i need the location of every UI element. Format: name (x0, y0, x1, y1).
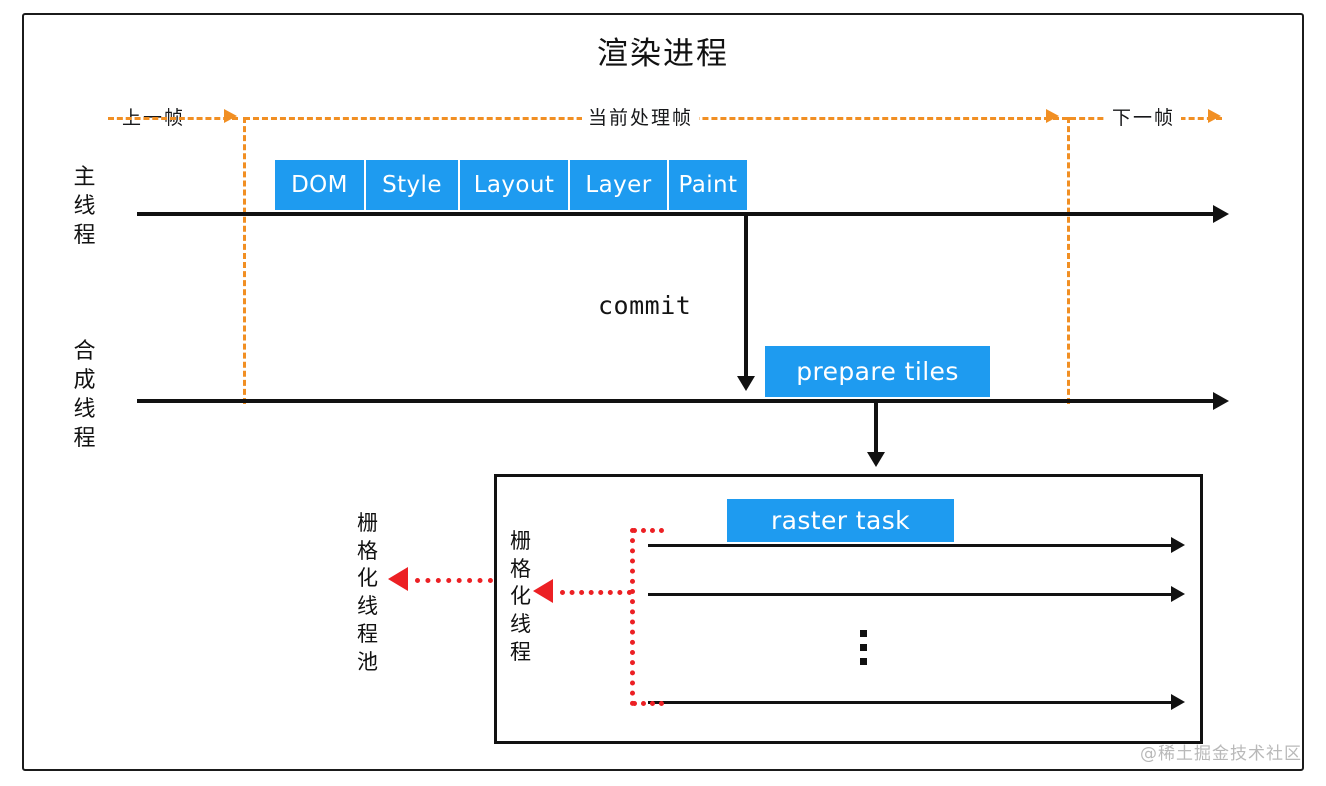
stage-box-dom[interactable]: DOM (275, 160, 366, 210)
raster-row-arrow-icon (1171, 586, 1185, 602)
diagram-outer-frame (22, 13, 1304, 771)
raster-row (648, 593, 1175, 596)
stage-box-style[interactable]: Style (366, 160, 460, 210)
lane-label-main-thread: 主线程 (73, 165, 97, 249)
raster-dispatch-line-vertical (630, 528, 635, 706)
next-frame-arrow-icon (1208, 109, 1221, 123)
main-thread-arrow-icon (1213, 205, 1229, 223)
previous-frame-dash-left (108, 117, 238, 120)
compositor-thread-arrow-icon (1213, 392, 1229, 410)
commit-connector-line (744, 214, 748, 377)
raster-row (648, 544, 1175, 547)
page-title: 渲染进程 (597, 36, 729, 72)
compositor-thread-timeline (137, 399, 1217, 403)
raster-row-arrow-icon (1171, 694, 1185, 710)
raster-row-arrow-icon (1171, 537, 1185, 553)
commit-label: commit (598, 291, 692, 320)
current-frame-arrow-icon (1046, 109, 1059, 123)
raster-row (648, 701, 1175, 704)
raster-thread-pool-label: 栅格化线程池 (357, 511, 379, 674)
stage-box-layer[interactable]: Layer (570, 160, 669, 210)
watermark: @稀土掘金技术社区 (1140, 744, 1302, 764)
raster-thread-label: 栅格化线程 (510, 529, 532, 664)
raster-thread-panel (494, 474, 1203, 744)
stage-box-layout[interactable]: Layout (460, 160, 570, 210)
raster-connector-line (874, 399, 878, 454)
raster-pool-line (415, 578, 493, 583)
next-frame-label: 下一帧 (1106, 103, 1182, 130)
raster-rows-ellipsis-icon (860, 630, 867, 665)
main-thread-timeline (137, 212, 1217, 216)
stage-box-paint[interactable]: Paint (669, 160, 747, 210)
raster-dispatch-line-middle (560, 590, 632, 595)
stage-box-prepare-tiles[interactable]: prepare tiles (765, 346, 990, 397)
raster-task-box[interactable]: raster task (727, 499, 954, 542)
current-frame-label: 当前处理帧 (582, 103, 700, 130)
frame-boundary-guide-right (1067, 117, 1070, 404)
frame-boundary-guide-left (243, 117, 246, 404)
raster-dispatch-line-bottom (632, 701, 664, 706)
raster-dispatch-line-top (632, 528, 664, 533)
raster-pool-arrow-icon (388, 567, 408, 591)
commit-arrow-icon (737, 376, 755, 391)
raster-connector-arrow-icon (867, 452, 885, 467)
previous-frame-arrow-icon (224, 109, 237, 123)
frame-timeline-band: 上一帧 当前处理帧 下一帧 (0, 103, 1326, 131)
raster-thread-arrow-icon (533, 579, 553, 603)
lane-label-compositor-thread: 合成线程 (73, 339, 97, 452)
